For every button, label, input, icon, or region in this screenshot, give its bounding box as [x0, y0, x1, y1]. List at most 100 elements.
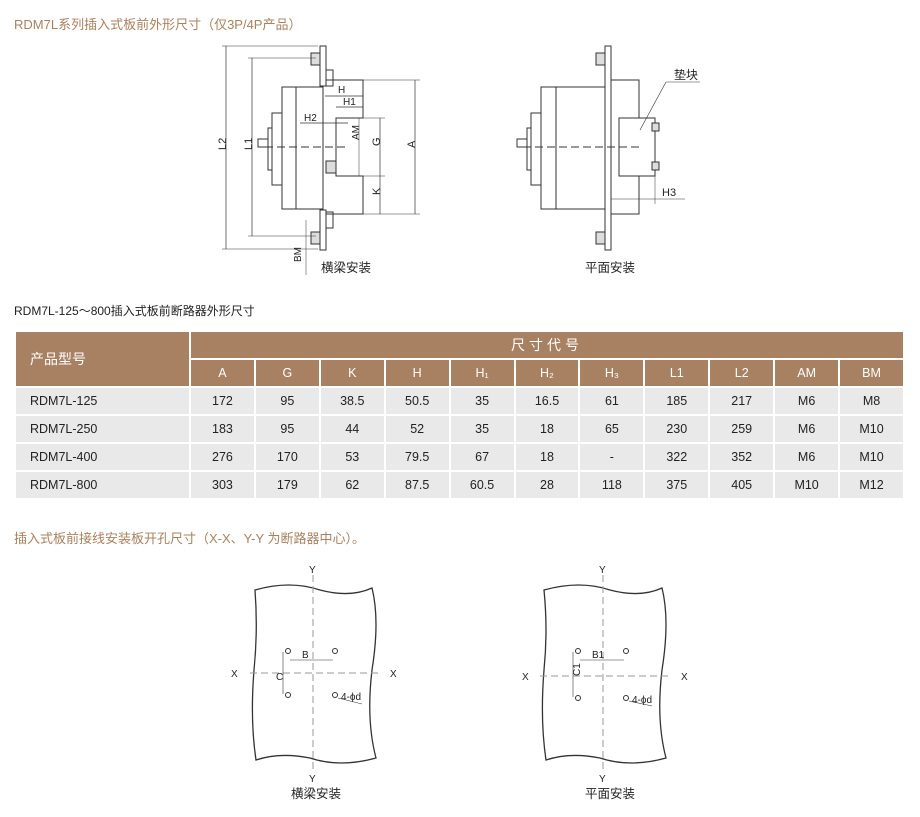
label-C1: C1 [572, 663, 583, 676]
label-A: A [406, 140, 418, 148]
value-cell: M8 [838, 386, 905, 416]
dimension-code-header: 尺寸代号 [189, 330, 905, 360]
model-header: 产品型号 [14, 330, 191, 388]
caption-plane-mount: 平面安装 [585, 260, 635, 275]
value-cell: 62 [318, 470, 386, 500]
value-cell: M6 [773, 386, 841, 416]
axis-x-right: X [681, 672, 688, 683]
value-cell: 53 [318, 442, 386, 472]
column-header: H₃ [578, 358, 646, 388]
caption-cutout-plane: 平面安装 [585, 786, 635, 801]
section-title-outline: RDM7L系列插入式板前外形尺寸（仅3P/4P产品） [14, 17, 302, 32]
value-cell: 95 [253, 386, 321, 416]
value-cell: 276 [189, 442, 256, 472]
cutout-plane-mount: Y Y X X B1 C1 4-ϕd 平面安装 [522, 565, 688, 801]
column-header: H₂ [513, 358, 581, 388]
axis-x-left: X [231, 669, 238, 680]
table-title: RDM7L-125～800插入式板前断路器外形尺寸 [14, 304, 255, 318]
caption-beam-mount: 横梁安装 [321, 260, 371, 275]
value-cell: M10 [838, 442, 905, 472]
axis-y-top: Y [599, 565, 606, 576]
label-H3: H3 [662, 187, 676, 199]
column-header: BM [838, 358, 905, 388]
cutout-beam-mount: Y Y X X B C 4-ϕd 横梁安装 [231, 565, 397, 801]
value-cell: 375 [643, 470, 711, 500]
drawing-beam-mount: L2 L1 H H1 H2 AM G A K BM 横梁安装 [217, 45, 420, 275]
value-cell: 61 [578, 386, 646, 416]
value-cell: 38.5 [318, 386, 386, 416]
value-cell: 60.5 [448, 470, 516, 500]
axis-x-right: X [390, 669, 397, 680]
column-header: AM [773, 358, 841, 388]
value-cell: 405 [708, 470, 776, 500]
value-cell: M10 [838, 414, 905, 444]
value-cell: M6 [773, 414, 841, 444]
value-cell: 18 [513, 414, 581, 444]
value-cell: 28 [513, 470, 581, 500]
axis-x-left: X [522, 672, 529, 683]
value-cell: - [578, 442, 646, 472]
column-header: H [383, 358, 451, 388]
value-cell: 65 [578, 414, 646, 444]
label-pad: 垫块 [674, 67, 698, 82]
label-H1: H1 [343, 97, 356, 108]
value-cell: 172 [189, 386, 256, 416]
label-B1: B1 [592, 650, 605, 661]
value-cell: 303 [189, 470, 256, 500]
model-cell: RDM7L-250 [14, 414, 191, 444]
value-cell: 170 [253, 442, 321, 472]
axis-y-bottom: Y [599, 774, 606, 785]
value-cell: 44 [318, 414, 386, 444]
label-BM: BM [293, 247, 304, 262]
value-cell: 259 [708, 414, 776, 444]
column-header: K [318, 358, 386, 388]
value-cell: 185 [643, 386, 711, 416]
model-cell: RDM7L-125 [14, 386, 191, 416]
column-header: L1 [643, 358, 711, 388]
caption-cutout-beam: 横梁安装 [291, 786, 341, 801]
column-header: H₁ [448, 358, 516, 388]
model-cell: RDM7L-800 [14, 470, 191, 500]
value-cell: M6 [773, 442, 841, 472]
axis-y-bottom: Y [309, 774, 316, 785]
value-cell: 35 [448, 386, 516, 416]
value-cell: M12 [838, 470, 905, 500]
column-header: G [253, 358, 321, 388]
value-cell: 95 [253, 414, 321, 444]
value-cell: 118 [578, 470, 646, 500]
value-cell: 52 [383, 414, 451, 444]
value-cell: 35 [448, 414, 516, 444]
label-G: G [371, 137, 383, 146]
model-cell: RDM7L-400 [14, 442, 191, 472]
section-title-cutout: 插入式板前接线安装板开孔尺寸（X-X、Y-Y 为断路器中心）。 [14, 531, 366, 546]
label-B: B [302, 650, 309, 661]
value-cell: 50.5 [383, 386, 451, 416]
value-cell: 67 [448, 442, 516, 472]
label-L2: L2 [217, 138, 229, 150]
value-cell: M10 [773, 470, 841, 500]
value-cell: 79.5 [383, 442, 451, 472]
label-K: K [371, 187, 383, 195]
column-header: A [189, 358, 256, 388]
value-cell: 352 [708, 442, 776, 472]
label-H2: H2 [304, 113, 317, 124]
label-H: H [338, 85, 345, 96]
drawing-plane-mount: 垫块 H3 平面安装 [516, 45, 700, 275]
column-header: L2 [708, 358, 776, 388]
value-cell: 230 [643, 414, 711, 444]
value-cell: 16.5 [513, 386, 581, 416]
label-AM: AM [351, 125, 362, 140]
label-hole: 4-ϕd [632, 695, 652, 706]
value-cell: 87.5 [383, 470, 451, 500]
label-C: C [276, 672, 283, 683]
value-cell: 183 [189, 414, 256, 444]
value-cell: 179 [253, 470, 321, 500]
label-hole: 4-ϕd [341, 692, 361, 703]
axis-y-top: Y [309, 565, 316, 576]
